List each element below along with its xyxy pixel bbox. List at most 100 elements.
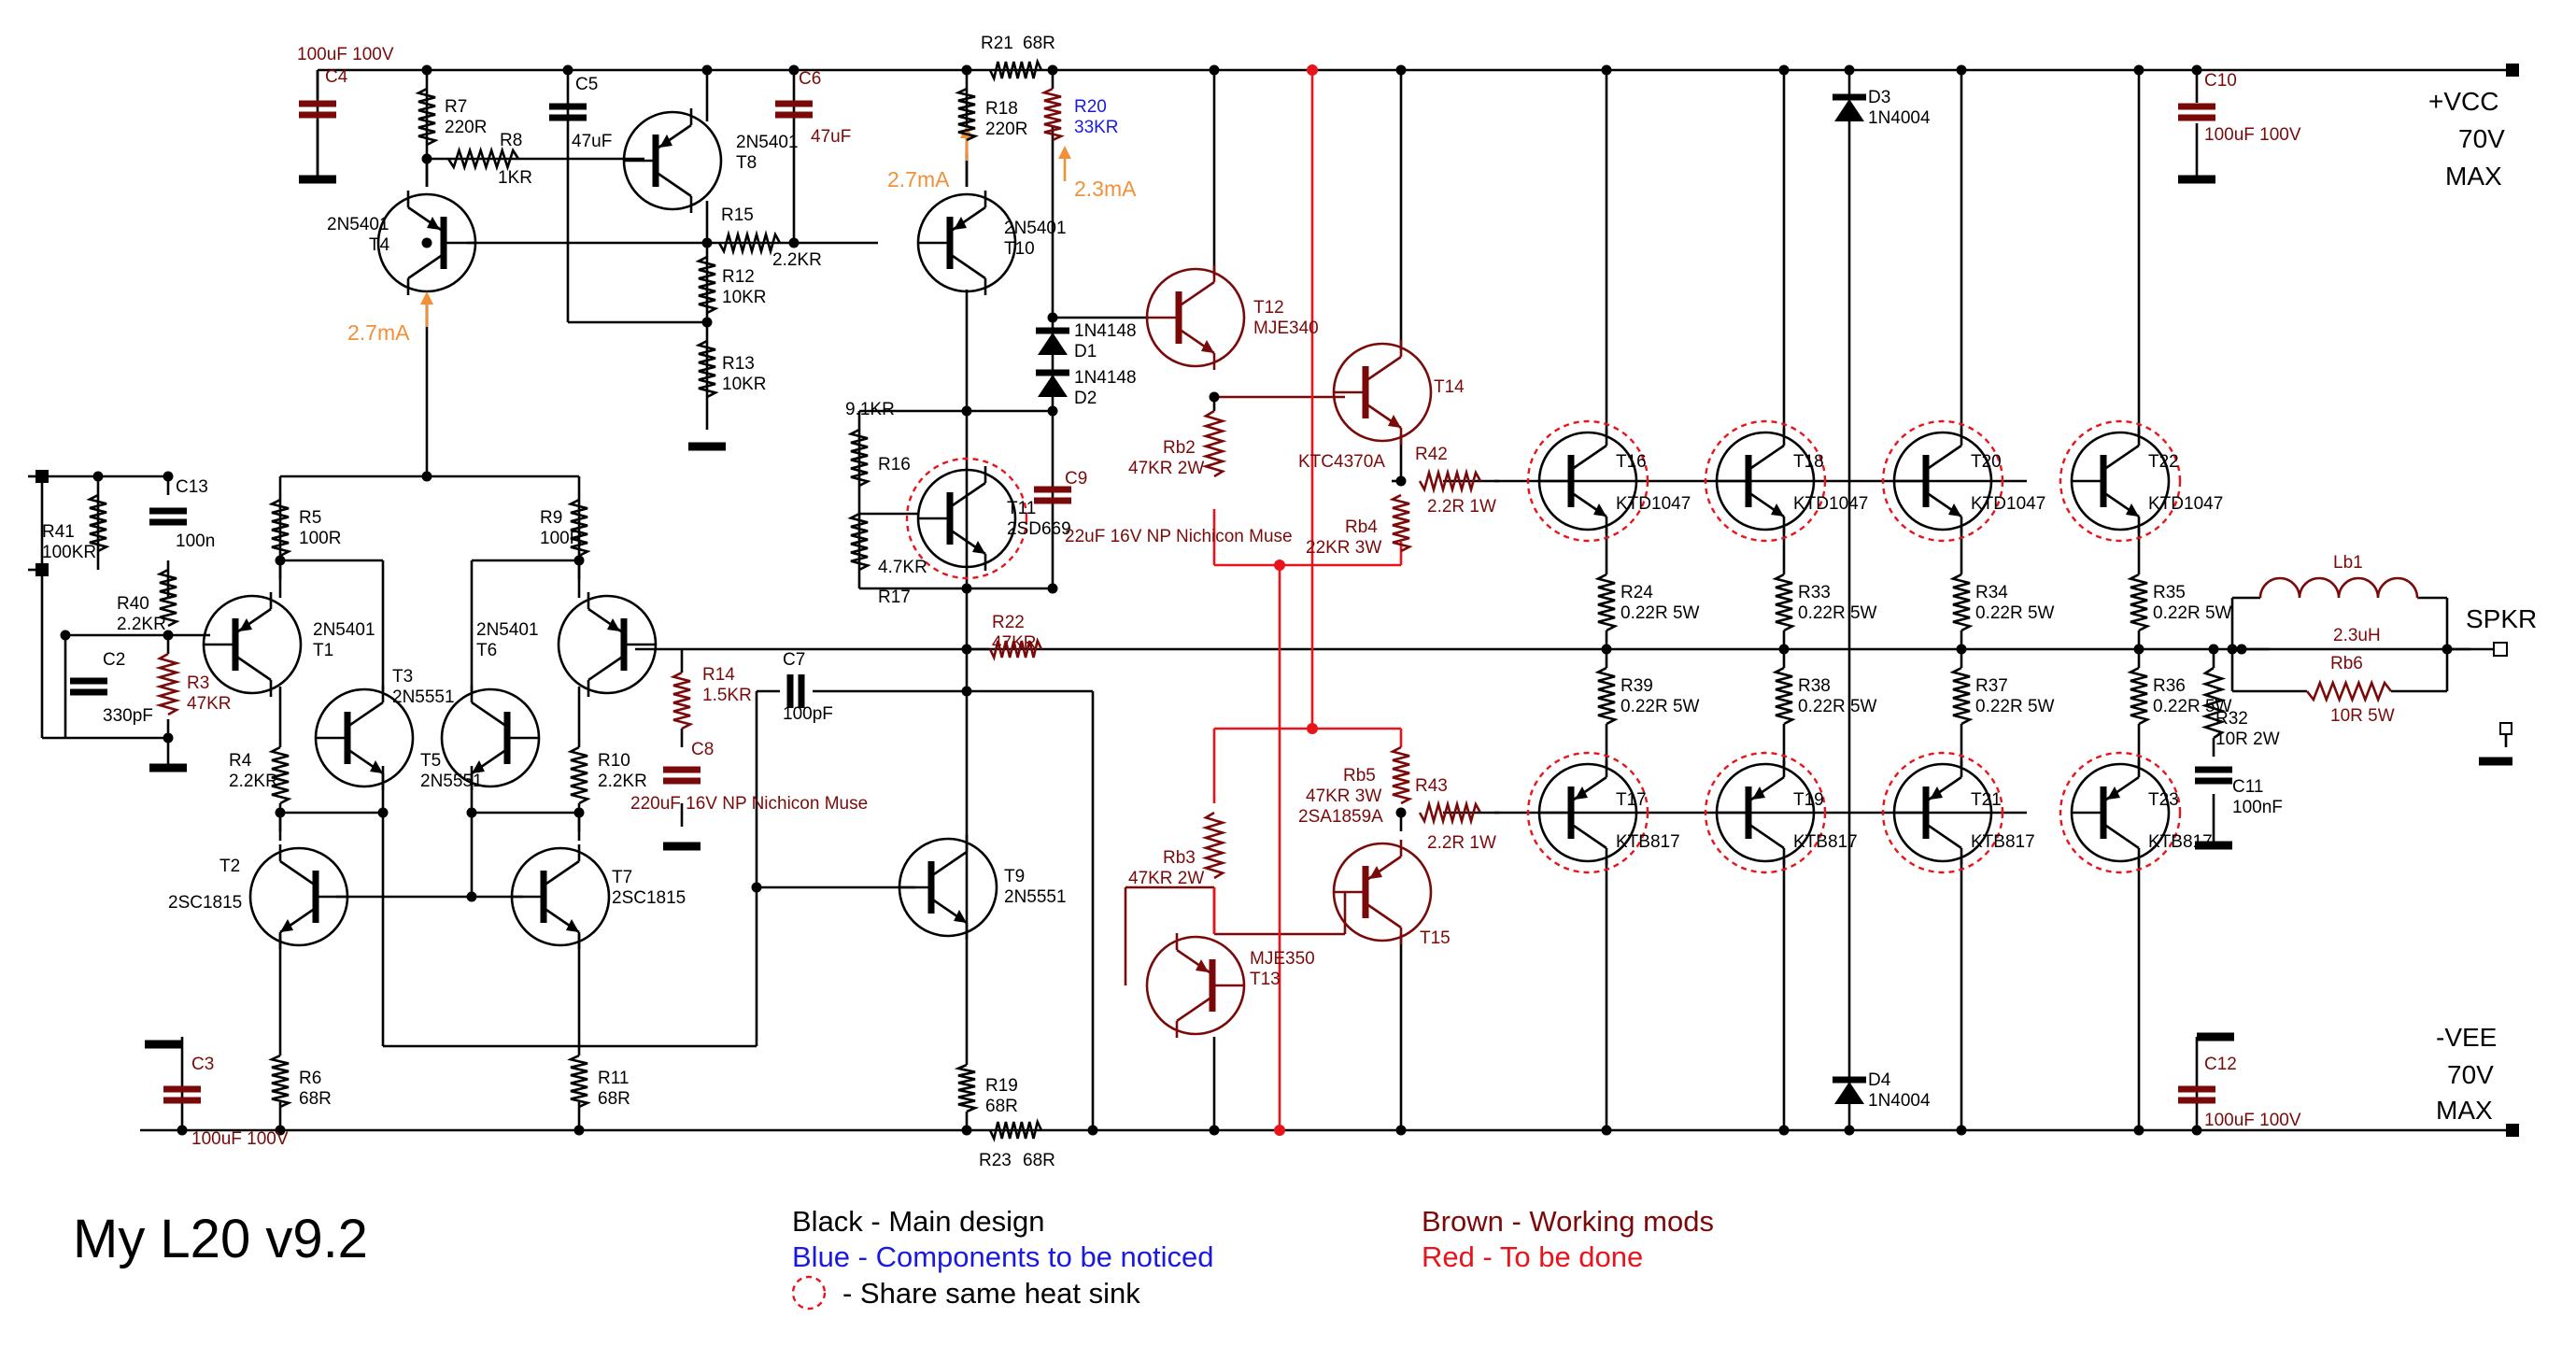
r38-label-0: R38 [1798, 676, 1831, 696]
page-title: My L20 v9.2 [73, 1209, 368, 1269]
junction-dot [1047, 583, 1058, 594]
r14-label-0: R14 [702, 665, 735, 685]
junction-dot [1395, 807, 1407, 818]
r13-label-1: 10KR [722, 375, 767, 394]
capacitor-c13 [149, 507, 187, 526]
rb3-label-1: 47KR 2W [1128, 869, 1204, 888]
d4-label-1: 1N4004 [1868, 1091, 1931, 1111]
r36-label-0: R36 [2153, 676, 2186, 696]
t22-label-1: KTD1047 [2148, 494, 2223, 514]
t13-label-1: T13 [1250, 970, 1281, 989]
resistor-r22 [988, 637, 1043, 661]
resistor-r11 [567, 1054, 591, 1109]
junction-dot [1601, 64, 1612, 76]
junction-dot [421, 153, 432, 164]
junction-dot [177, 1125, 188, 1136]
transistor-t2 [248, 844, 349, 949]
r15-label-1: 2.2KR [772, 250, 822, 270]
junction-dot [1844, 64, 1855, 76]
legend-heatsink: - Share same heat sink [842, 1277, 1140, 1310]
r37-label-1: 0.22R 5W [1975, 697, 2055, 716]
transistor-t5 [440, 686, 541, 790]
t1-label-0: 2N5401 [313, 620, 375, 640]
c9-label-0: C9 [1065, 469, 1087, 489]
vee-line-2: 70V [2447, 1060, 2494, 1089]
d2-label-1: D2 [1074, 389, 1097, 408]
resistor-r24 [1594, 573, 1619, 632]
junction-dot [60, 630, 71, 641]
r10-label-1: 2.2KR [598, 772, 647, 791]
resistor-r21 [988, 58, 1043, 82]
r7-label-1: 220R [445, 118, 487, 137]
junction-dot [961, 1125, 972, 1136]
junction-dot [751, 882, 762, 893]
c11-label-0: C11 [2232, 777, 2263, 797]
junction-dot [1087, 1125, 1098, 1136]
capacitor-c5 [549, 103, 587, 121]
transistor-t6 [557, 592, 658, 697]
components [60, 58, 2512, 1142]
r33-label-1: 0.22R 5W [1798, 603, 1877, 623]
resistor-r38 [1772, 666, 1796, 726]
d1-label-0: 1N4148 [1074, 321, 1137, 341]
t19-label-0: T19 [1793, 790, 1824, 810]
transistor-t21 [1881, 751, 2004, 874]
resistor-r10 [567, 745, 591, 805]
t10-label-1: T10 [1004, 239, 1035, 259]
resistor-r8 [446, 146, 520, 172]
r42-label-1: 2.2R 1W [1427, 497, 1496, 517]
t17-label-0: T17 [1616, 790, 1647, 810]
junction-dot [377, 807, 389, 818]
junction-dot [1956, 644, 1967, 655]
r21-label-0: R21 [981, 34, 1013, 53]
c12-label-1: 100uF 100V [2204, 1111, 2301, 1130]
r9-label-1: 100R [540, 529, 582, 548]
junction-dot [1395, 475, 1407, 487]
transistor-t15 [1332, 840, 1433, 944]
c4-label-1: 100uF 100V [297, 45, 394, 64]
junction-dot [2236, 644, 2247, 655]
rb6-label-1: 10R 5W [2330, 706, 2395, 726]
t1-label-1: T1 [313, 641, 333, 660]
t20-label-0: T20 [1971, 452, 2002, 472]
transistor-t14 [1332, 340, 1433, 445]
resistor-r3 [155, 652, 181, 716]
d3-label-0: D3 [1868, 88, 1890, 107]
junction-dot [1601, 644, 1612, 655]
r34-label-0: R34 [1975, 583, 2008, 602]
r19-label-0: R19 [985, 1076, 1018, 1096]
vcc-line-3: MAX [2445, 162, 2502, 191]
junction-dot [2208, 644, 2219, 655]
transistor-t20 [1881, 419, 2004, 543]
lb1-label-0: Lb1 [2333, 553, 2363, 573]
junction-dot [275, 1125, 286, 1136]
c2-label-1: 330pF [103, 706, 153, 726]
vee-line-1: -VEE [2436, 1023, 2497, 1052]
r35-label-1: 0.22R 5W [2153, 603, 2232, 623]
transistor-t17 [1526, 751, 1649, 874]
r12-label-1: 10KR [722, 288, 767, 307]
t12-label-1: MJE340 [1253, 319, 1319, 338]
t11-label-0: T11 [1007, 499, 1036, 518]
resistor-r23 [988, 1118, 1043, 1142]
r22-label-1: 47KR [992, 633, 1037, 653]
r4-label-0: R4 [229, 751, 252, 771]
t3-label-0: T3 [392, 667, 413, 687]
junction-dot [1395, 1125, 1407, 1136]
t14-label-0: T14 [1434, 377, 1465, 397]
resistor-r4 [268, 745, 292, 805]
d2-label-0: 1N4148 [1074, 368, 1137, 388]
junction-dot [2191, 64, 2202, 76]
resistor-r12 [695, 255, 719, 315]
c8-label-0: C8 [691, 740, 714, 759]
t15-label-1: T15 [1420, 928, 1451, 948]
r42-label-0: R42 [1415, 445, 1448, 464]
transistor-t10 [916, 191, 1017, 295]
capacitor-c10 [2178, 103, 2215, 121]
t5-label-1: 2N5551 [420, 772, 483, 791]
t18-label-0: T18 [1793, 452, 1824, 472]
transistor-t1 [202, 592, 303, 697]
junction-dot [275, 807, 286, 818]
r38-label-1: 0.22R 5W [1798, 697, 1877, 716]
t11-label-1: 2SD669 [1007, 519, 1071, 539]
